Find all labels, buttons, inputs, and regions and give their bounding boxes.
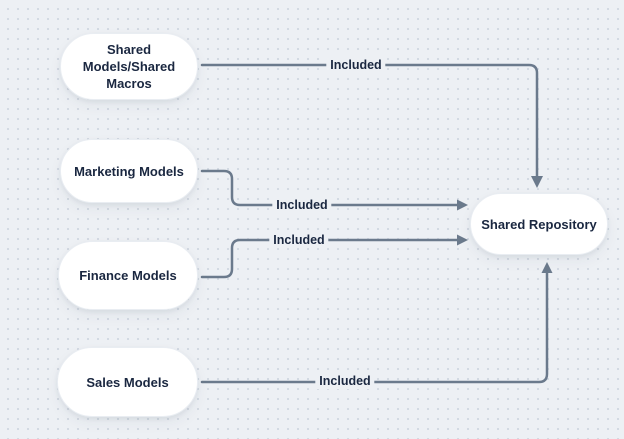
node-sales-models[interactable]: Sales Models [57, 347, 198, 417]
node-finance-models[interactable]: Finance Models [58, 241, 198, 310]
node-label: Sales Models [86, 374, 169, 390]
edge-sales-to-repo [200, 271, 549, 384]
node-label: Shared Models/Shared Macros [82, 42, 176, 91]
node-shared-models-shared-macros[interactable]: Shared Models/Shared Macros [60, 33, 198, 100]
node-label: Finance Models [79, 268, 177, 283]
edge-label-included-marketing: Included [272, 197, 332, 213]
arrowhead-right-icon [457, 234, 468, 246]
node-label: Shared Repository [481, 216, 597, 232]
arrowhead-down-icon [531, 176, 543, 188]
node-label: Marketing Models [74, 163, 184, 179]
node-shared-repository[interactable]: Shared Repository [470, 193, 608, 255]
node-marketing-models[interactable]: Marketing Models [60, 139, 198, 203]
edge-label-included-finance: Included [269, 232, 329, 248]
arrowhead-right-icon [457, 199, 468, 211]
edge-label-included-shared-models: Included [326, 57, 386, 73]
edge-shared-models-to-repo [200, 63, 539, 178]
arrowhead-up-icon [541, 262, 553, 273]
edge-finance-to-repo [200, 238, 459, 279]
edge-label-included-sales: Included [315, 373, 375, 389]
